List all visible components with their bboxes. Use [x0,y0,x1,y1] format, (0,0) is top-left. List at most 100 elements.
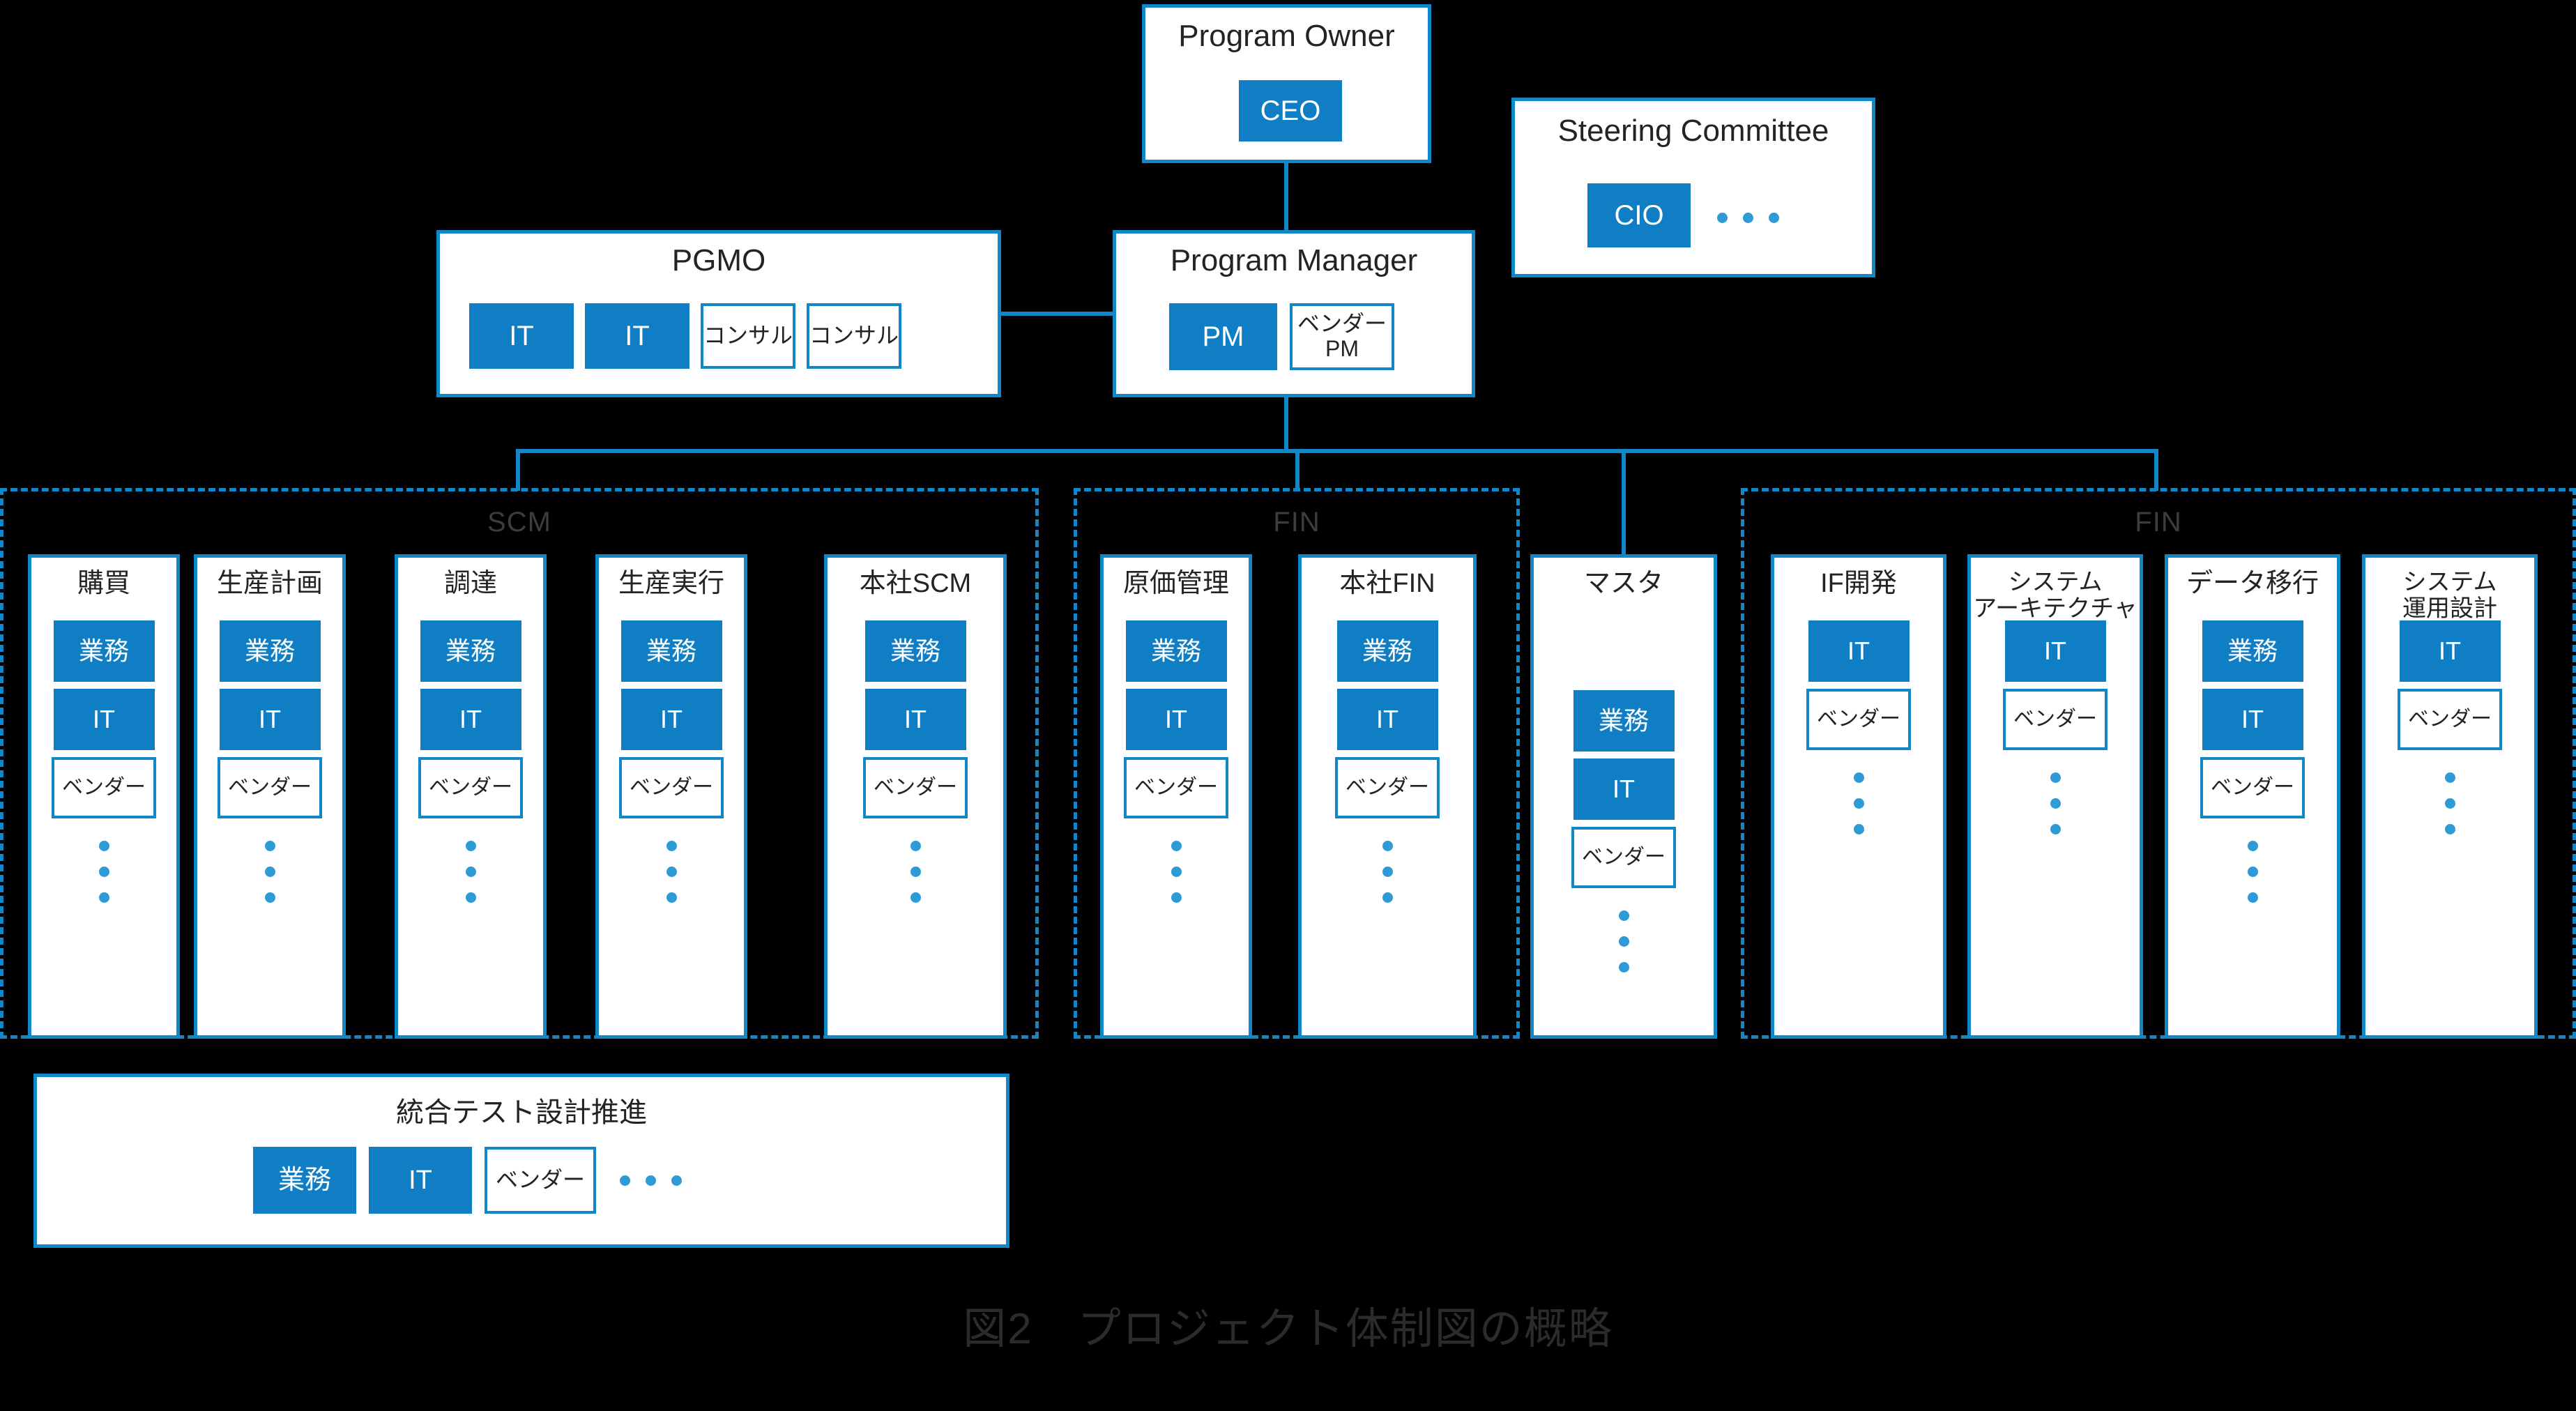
member-chip-vendor[interactable]: ベンダー [485,1147,596,1214]
member-chip-gyomu[interactable]: 業務 [1125,620,1227,682]
unit-title: 本社SCM [859,569,972,598]
member-chip-gyomu[interactable]: 業務 [2202,620,2303,682]
pgmo-box[interactable]: PGMO IT IT コンサル コンサル [436,230,1001,397]
unit-members: 業務 IT ベンダー [398,620,543,903]
member-chip-it[interactable]: IT [2202,689,2303,750]
member-chip-gyomu[interactable]: 業務 [420,620,521,682]
vertical-ellipsis-icon [1171,841,1182,903]
member-chip-vendor[interactable]: ベンダー [1124,757,1228,818]
member-chip-gyomu[interactable]: 業務 [864,620,966,682]
unit-system-architecture[interactable]: システム アーキテクチャ IT ベンダー [1967,554,2143,1039]
integration-test-members: 業務 IT ベンダー [253,1147,682,1214]
member-chip-it[interactable]: IT [2004,620,2106,682]
member-chip-gyomu[interactable]: 業務 [219,620,321,682]
member-chip-it[interactable]: IT [219,689,321,750]
member-chip-it[interactable]: IT [1573,758,1675,820]
unit-members: IT ベンダー [1971,620,2140,834]
unit-title: システム 運用設計 [2402,569,2497,623]
unit-honsha-fin[interactable]: 本社FIN 業務 IT ベンダー [1298,554,1477,1039]
connector-bus [516,449,2158,453]
program-manager-box[interactable]: Program Manager PM ベンダー PM [1113,230,1475,397]
member-chip-vendor[interactable]: ベンダー [863,757,968,818]
program-manager-title: Program Manager [1170,243,1418,277]
member-chip-gyomu[interactable]: 業務 [1336,620,1438,682]
member-chip-it[interactable]: IT [2399,620,2501,682]
unit-members: IT ベンダー [2365,620,2534,834]
unit-genka-kanri[interactable]: 原価管理 業務 IT ベンダー [1100,554,1252,1039]
member-chip-gyomu[interactable]: 業務 [253,1147,356,1214]
member-chip-ceo[interactable]: CEO [1239,80,1342,142]
member-chip-it[interactable]: IT [585,303,689,369]
unit-title: IF開発 [1820,569,1897,598]
ellipsis-icon [620,1175,682,1186]
unit-members: 業務 IT ベンダー [2168,620,2337,903]
vertical-ellipsis-icon [264,841,275,903]
connector-pgmo-to-pm [1001,312,1114,316]
member-chip-vendor[interactable]: ベンダー [52,757,156,818]
member-chip-it[interactable]: IT [864,689,966,750]
member-chip-vendor[interactable]: ベンダー [218,757,322,818]
connector-drop-fin1 [1295,449,1300,491]
member-chip-vendor[interactable]: ベンダー [619,757,724,818]
member-chip-it[interactable]: IT [620,689,722,750]
group-label-fin: FIN [1273,507,1320,537]
member-chip-gyomu[interactable]: 業務 [53,620,155,682]
member-chip-vendor[interactable]: ベンダー [418,757,523,818]
unit-system-operation-design[interactable]: システム 運用設計 IT ベンダー [2362,554,2538,1039]
member-chip-gyomu[interactable]: 業務 [1573,690,1675,752]
unit-seisan-keikaku[interactable]: 生産計画 業務 IT ベンダー [194,554,346,1039]
member-chip-it[interactable]: IT [1125,689,1227,750]
member-chip-it[interactable]: IT [369,1147,472,1214]
member-chip-it[interactable]: IT [1808,620,1910,682]
group-fin-1: FIN [1074,488,1520,1039]
member-chip-vendor[interactable]: ベンダー [1806,689,1911,750]
member-chip-vendor[interactable]: ベンダー [2200,757,2305,818]
steering-committee-box[interactable]: Steering Committee CIO [1511,98,1875,277]
member-chip-vendor[interactable]: ベンダー [1335,757,1440,818]
member-chip-vendor[interactable]: ベンダー [2003,689,2108,750]
integration-test-title: 統合テスト設計推進 [396,1097,647,1128]
member-chip-it[interactable]: IT [420,689,521,750]
member-chip-it[interactable]: IT [53,689,155,750]
member-chip-pm[interactable]: PM [1169,303,1277,370]
member-chip-it[interactable]: IT [469,303,574,369]
member-chip-vendor-pm[interactable]: ベンダー PM [1290,303,1394,370]
member-chip-gyomu[interactable]: 業務 [620,620,722,682]
member-chip-consultant[interactable]: コンサル [807,303,901,369]
unit-title: 調達 [443,569,497,598]
vertical-ellipsis-icon [1618,910,1629,973]
unit-title: 生産実行 [618,569,724,598]
unit-seisan-jikko[interactable]: 生産実行 業務 IT ベンダー [595,554,747,1039]
steering-committee-title: Steering Committee [1557,114,1829,148]
connector-drop-fin2 [2154,449,2158,491]
unit-members: IT ベンダー [1774,620,1943,834]
unit-masta[interactable]: マスタ 業務 IT ベンダー [1530,554,1717,1039]
connector-drop-scm [516,449,520,491]
member-chip-it[interactable]: IT [1336,689,1438,750]
program-owner-box[interactable]: Program Owner CEO [1142,4,1431,163]
unit-members: 業務 IT ベンダー [197,620,342,903]
vertical-ellipsis-icon [2444,772,2455,834]
unit-title: 生産計画 [216,569,323,598]
unit-kobai[interactable]: 購買 業務 IT ベンダー [28,554,180,1039]
member-chip-cio[interactable]: CIO [1587,183,1691,247]
connector-pm-down [1284,395,1288,452]
group-fin-2: FIN [1741,488,2576,1039]
unit-if-kaihatsu[interactable]: IF開発 IT ベンダー [1771,554,1946,1039]
unit-title: 本社FIN [1339,569,1435,598]
integration-test-box[interactable]: 統合テスト設計推進 業務 IT ベンダー [33,1074,1009,1248]
unit-title: データ移行 [2186,569,2319,598]
unit-members: 業務 IT ベンダー [599,620,744,903]
unit-members: 業務 IT ベンダー [1104,620,1249,903]
unit-title: 購買 [77,569,130,598]
member-chip-vendor[interactable]: ベンダー [1571,827,1676,888]
unit-chotatsu[interactable]: 調達 業務 IT ベンダー [395,554,547,1039]
vertical-ellipsis-icon [1382,841,1393,903]
unit-data-migration[interactable]: データ移行 業務 IT ベンダー [2165,554,2340,1039]
pgmo-members: IT IT コンサル コンサル [469,303,901,369]
member-chip-vendor[interactable]: ベンダー [2398,689,2502,750]
vertical-ellipsis-icon [2247,841,2258,903]
member-chip-consultant[interactable]: コンサル [701,303,795,369]
unit-honsha-scm[interactable]: 本社SCM 業務 IT ベンダー [824,554,1007,1039]
